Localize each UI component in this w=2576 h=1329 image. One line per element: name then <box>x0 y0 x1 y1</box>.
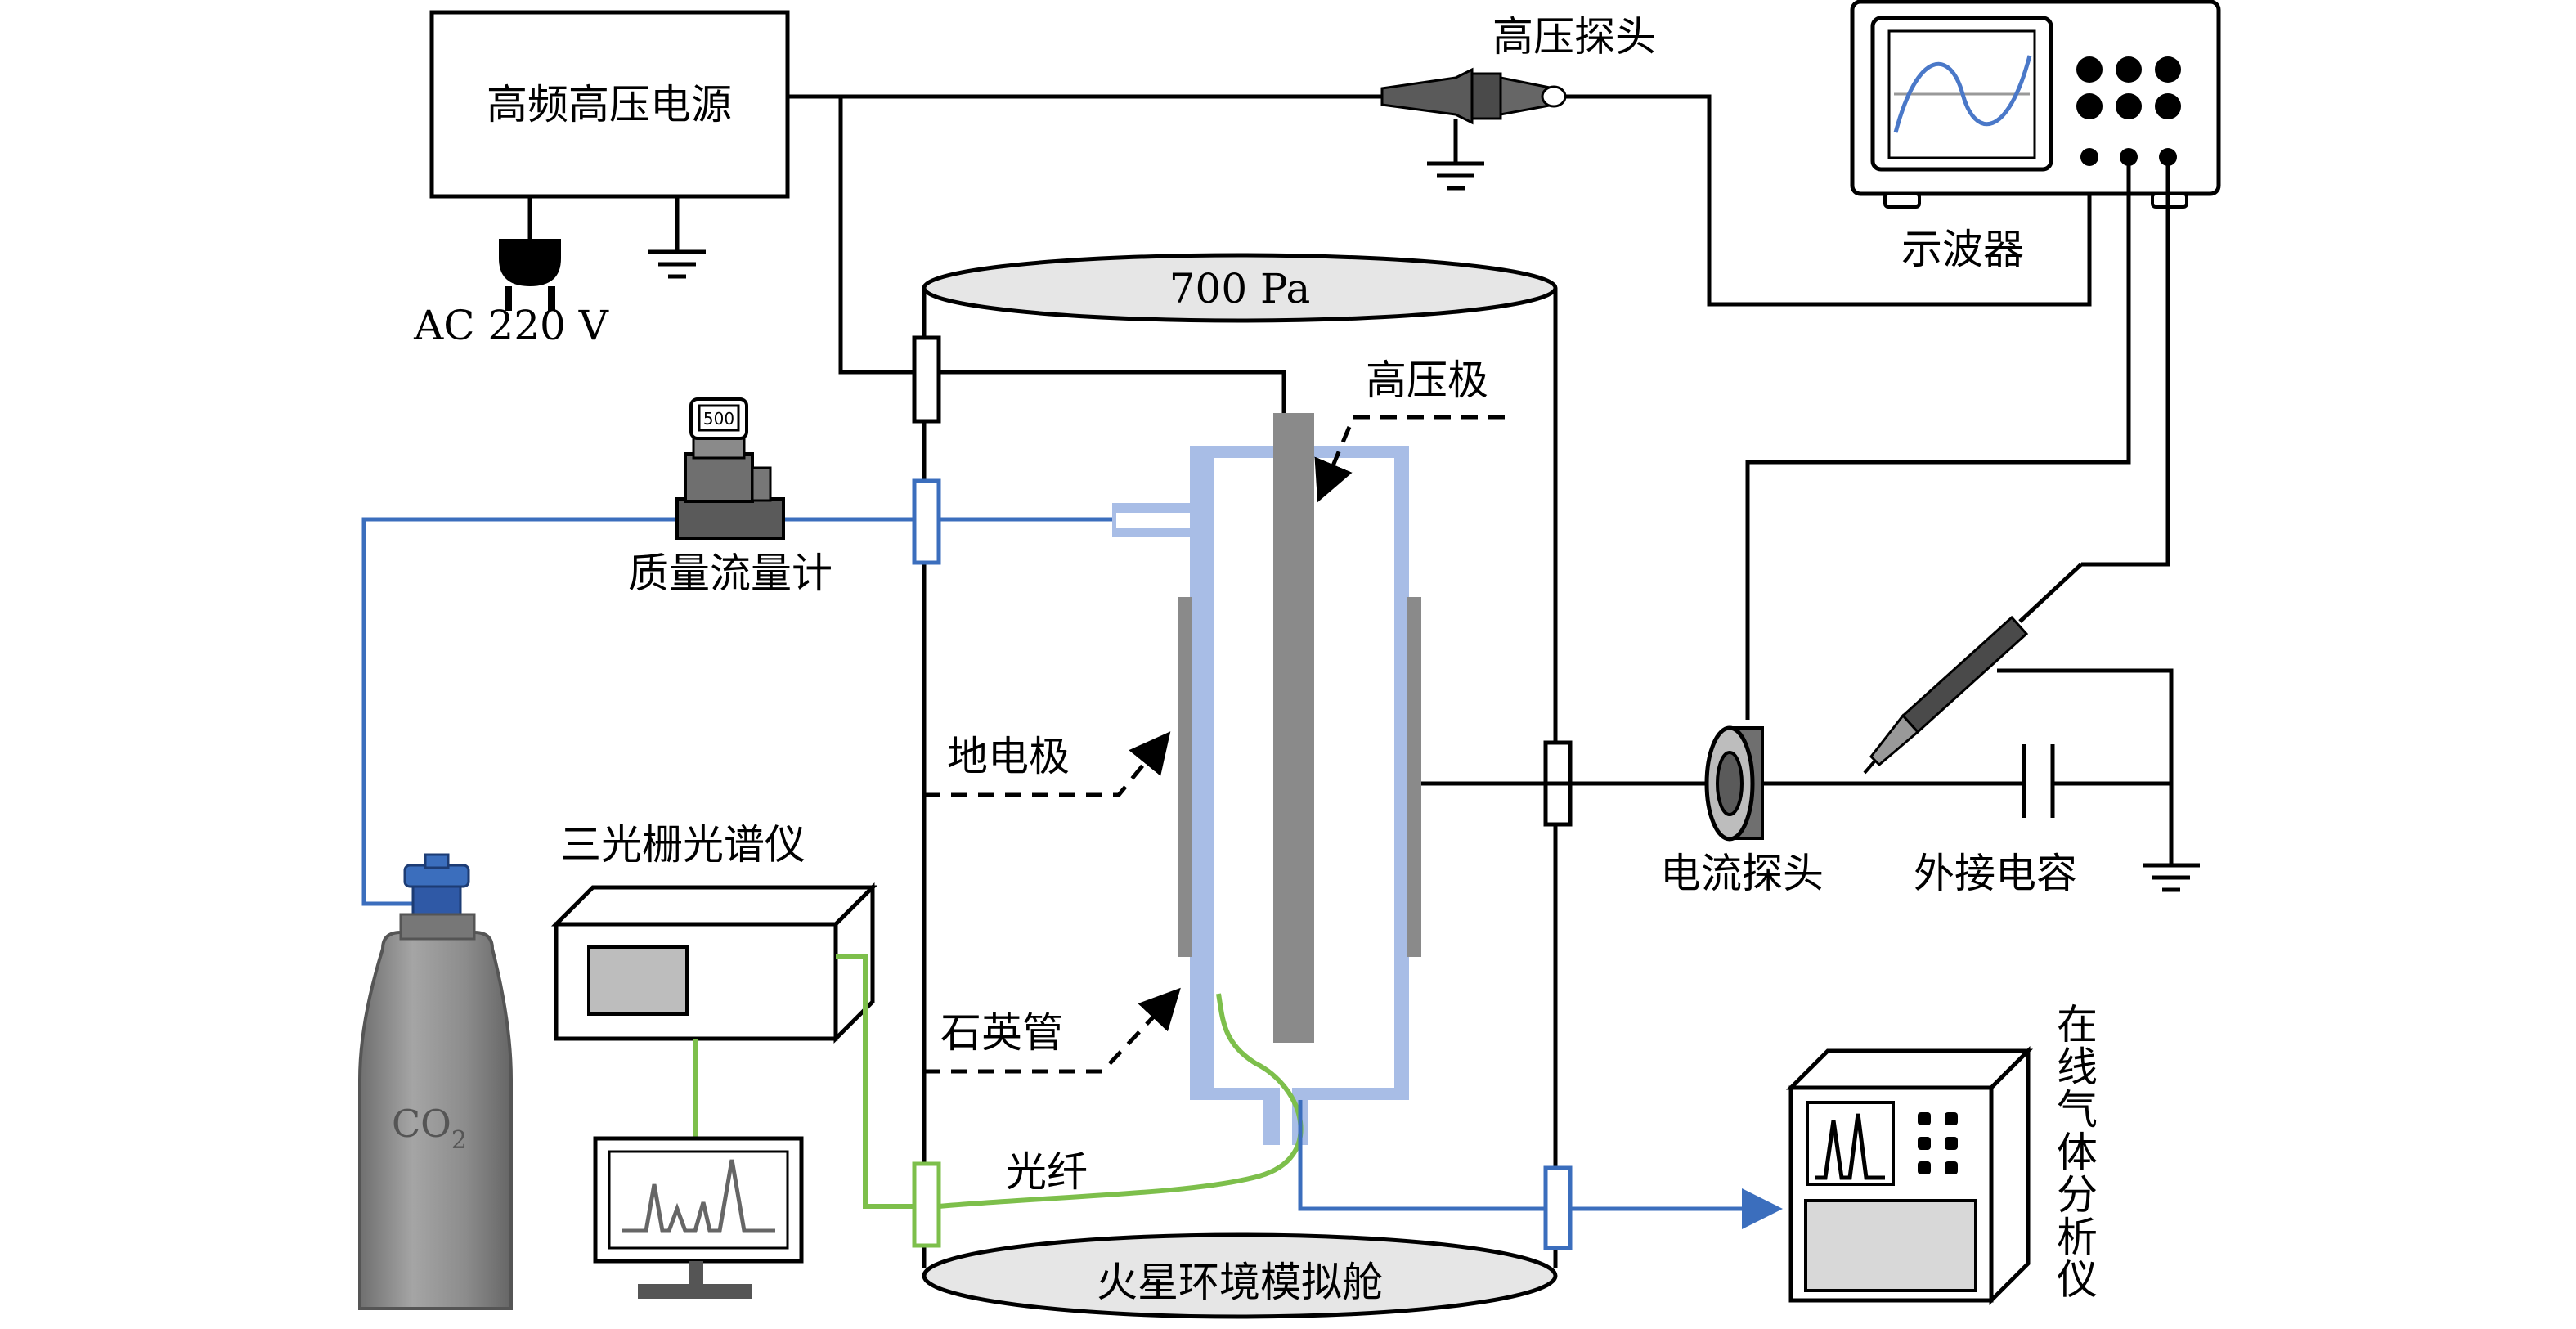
gas-analyzer-icon <box>1785 1045 2034 1306</box>
spectrometer-label: 三光栅光谱仪 <box>560 821 806 869</box>
hv-power-supply: 高频高压电源 <box>429 10 790 199</box>
hv-probe-signal-wire <box>1565 94 2092 307</box>
svg-text:在: 在 <box>2057 1001 2098 1048</box>
ac-label: AC 220 V <box>413 302 609 349</box>
fiber-feedthrough <box>912 1161 941 1248</box>
ext-capacitor-label: 外接电容 <box>1914 850 2077 897</box>
hv-feedthrough <box>912 335 941 424</box>
hv-internal-wire <box>939 370 1286 413</box>
spectrum-peaks-icon <box>622 1159 775 1233</box>
spectrum-monitor-icon <box>593 1136 804 1299</box>
cap-probe-ground-wire <box>1997 668 2174 783</box>
current-probe-label: 电流探头 <box>1660 850 1824 897</box>
ground-electrode-pointer <box>924 731 1171 797</box>
fiber-internal <box>938 993 1304 1209</box>
hv-electrode-rod <box>1273 413 1314 1043</box>
co2-gas-line <box>361 517 677 906</box>
gas-analyzer-label: 在 线 气 体 分 析 仪 <box>2057 1001 2098 1304</box>
hv-feed-wire <box>838 97 922 375</box>
pressure-label: 700 Pa <box>1169 265 1311 312</box>
hv-supply-label: 高频高压电源 <box>487 81 732 128</box>
svg-text:分: 分 <box>2057 1171 2098 1219</box>
co2-label: CO2 <box>392 1102 467 1155</box>
cap-ground-icon <box>2143 863 2200 892</box>
mfc-display-text: 500 <box>703 409 734 429</box>
ground-electrode-label: 地电极 <box>947 733 1070 780</box>
svg-text:体: 体 <box>2057 1129 2098 1176</box>
hv-probe-icon <box>1380 67 1567 191</box>
quartz-tube-pointer <box>924 987 1181 1074</box>
supply-ground-icon <box>648 196 706 279</box>
chamber <box>922 253 1558 1319</box>
co2-cylinder-icon: CO2 <box>358 853 513 1310</box>
capacitor-icon <box>2022 744 2055 818</box>
svg-text:气: 气 <box>2057 1086 2098 1134</box>
quartz-tube-label: 石英管 <box>940 1009 1063 1057</box>
spectrometer-icon <box>550 882 878 1044</box>
hv-probe-label: 高压探头 <box>1492 13 1656 61</box>
oscilloscope <box>1850 0 2221 209</box>
hv-electrode-pointer <box>1314 415 1505 503</box>
cap-probe-signal-wire <box>2081 157 2170 567</box>
svg-text:线: 线 <box>2057 1044 2098 1091</box>
hv-electrode-label: 高压极 <box>1366 357 1488 404</box>
fiber-label: 光纤 <box>1006 1148 1088 1196</box>
ground-electrode-left <box>1178 597 1192 957</box>
chamber-gas-outlet-line <box>1298 1100 1546 1211</box>
gas-inlet-feedthrough <box>912 478 941 565</box>
oscilloscope-label: 示波器 <box>1901 226 2024 273</box>
current-probe-signal-wire <box>1745 157 2131 720</box>
mfc-label: 质量流量计 <box>628 550 832 597</box>
ground-electrode-right <box>1407 597 1421 957</box>
ac-plug-icon <box>499 196 561 311</box>
fiber-external <box>836 954 914 1209</box>
sine-wave-icon <box>1893 55 2032 133</box>
voltage-probe-pen-icon <box>1863 563 2083 775</box>
current-probe-icon <box>1704 725 1764 842</box>
gas-outlet-feedthrough <box>1543 1165 1573 1250</box>
quartz-tube <box>1112 446 1409 1145</box>
mass-flow-controller-icon: 500 <box>675 397 785 540</box>
svg-text:析: 析 <box>2057 1214 2098 1261</box>
svg-text:仪: 仪 <box>2057 1256 2098 1304</box>
chamber-label: 火星环境模拟舱 <box>1097 1259 1383 1306</box>
